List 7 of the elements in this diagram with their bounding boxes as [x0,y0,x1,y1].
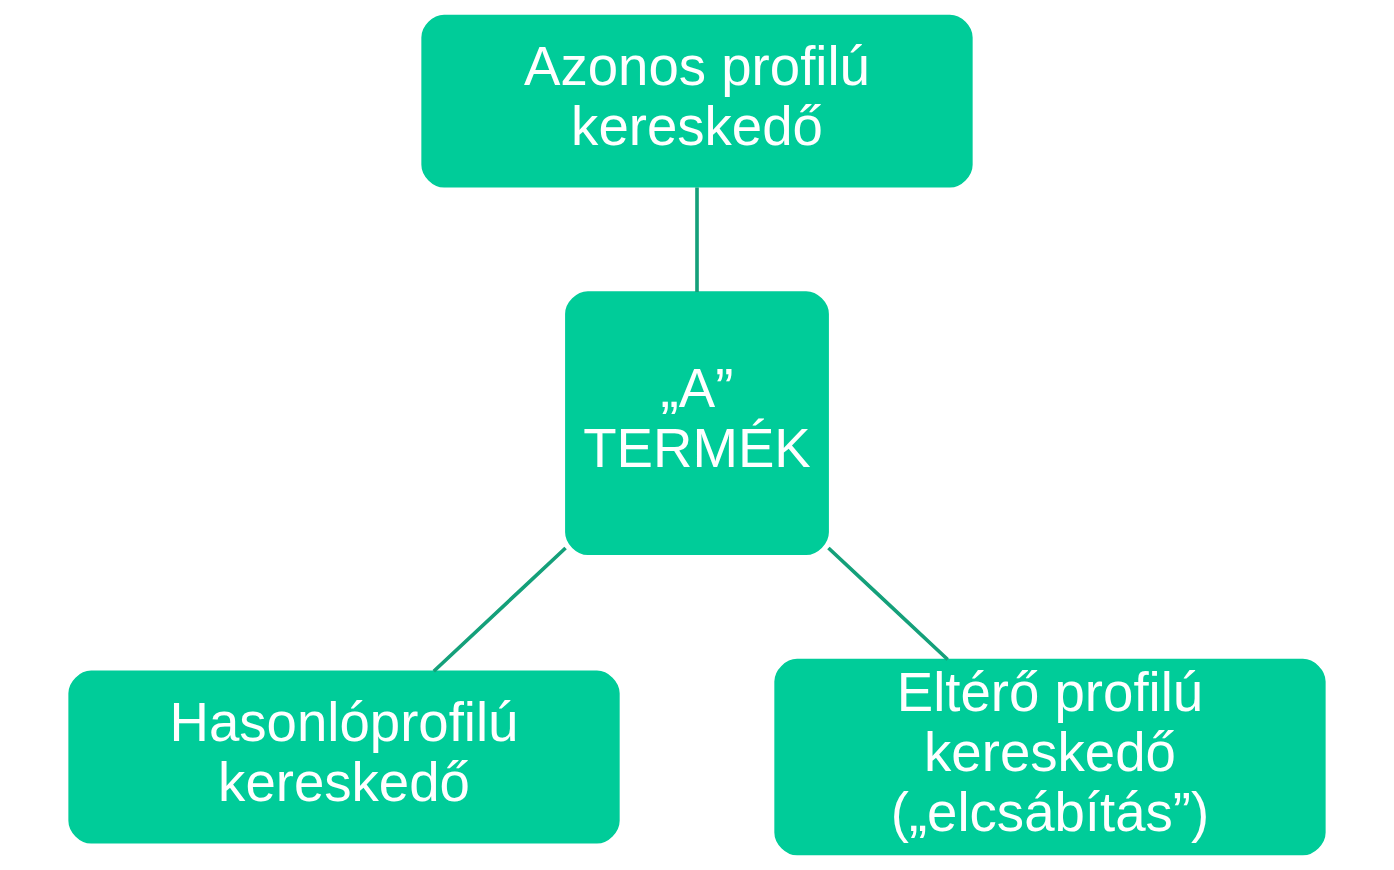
node-box: „A” TERMÉK [565,291,829,556]
connector [695,187,699,293]
node-box: Azonos profilú kereskedő [421,14,973,188]
connector [432,546,567,673]
node-box: Eltérő profilú kereskedő („elcsábítás”) [774,658,1326,856]
node-box: Hasonlóprofilú kereskedő [68,670,620,844]
connector [827,546,949,661]
